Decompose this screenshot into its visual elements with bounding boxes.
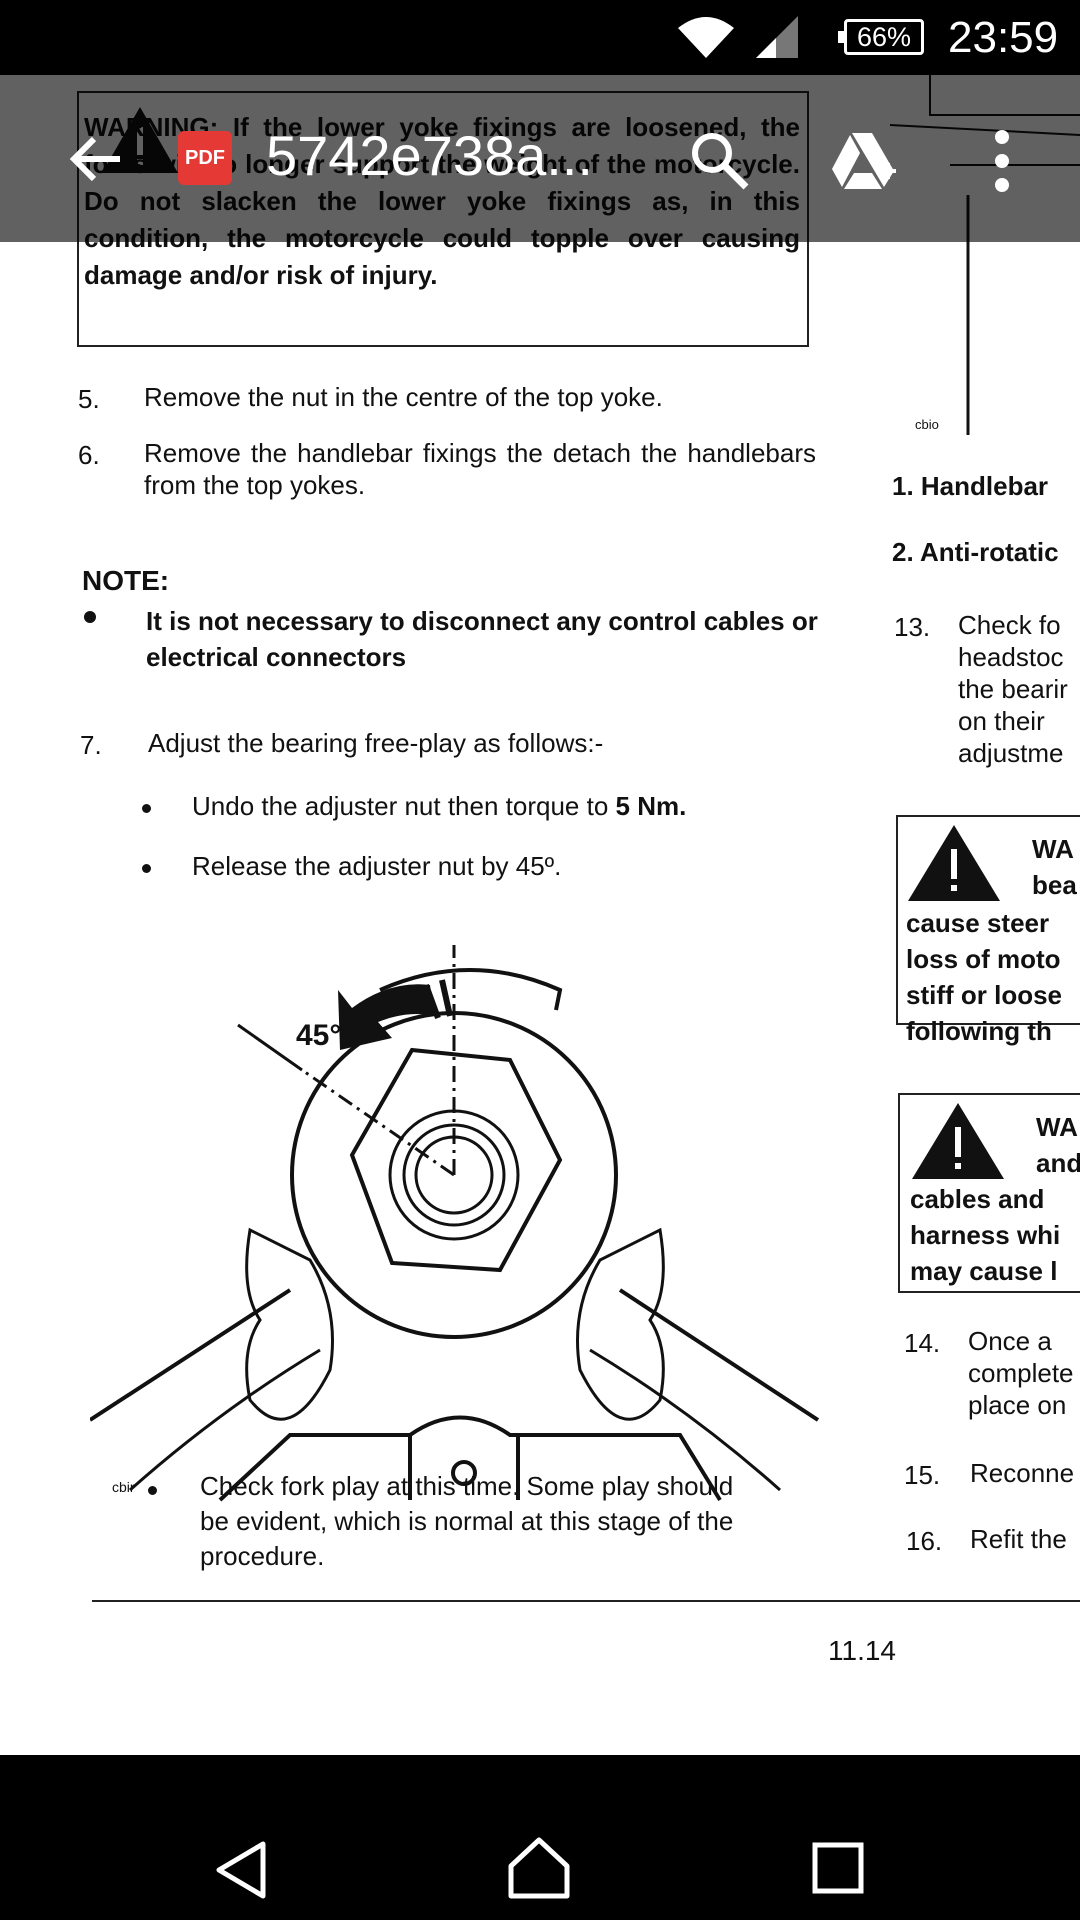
warning-line: bea bbox=[1032, 870, 1077, 900]
step-line: headstoc bbox=[958, 642, 1064, 672]
step-number: 14. bbox=[904, 1328, 941, 1358]
step-number: 13. bbox=[894, 612, 931, 642]
page-number: 11.14 bbox=[828, 1635, 896, 1666]
step-line: complete bbox=[968, 1358, 1074, 1388]
bullet-dot bbox=[84, 611, 96, 623]
more-options-icon[interactable] bbox=[986, 127, 1018, 195]
step-text: Remove the nut in the centre of the top … bbox=[144, 382, 663, 412]
clock: 23:59 bbox=[948, 13, 1059, 62]
step-text: Refit the bbox=[970, 1524, 1067, 1554]
step-line: the bearir bbox=[958, 674, 1068, 704]
step-number: 5. bbox=[78, 384, 100, 414]
nav-back-icon[interactable] bbox=[213, 1840, 269, 1900]
step-line: Check fo bbox=[958, 610, 1061, 640]
warning-text: cables and harness whi may cause l bbox=[910, 1181, 1060, 1289]
step-number: 15. bbox=[904, 1460, 941, 1490]
step-text: Once a complete place on bbox=[968, 1325, 1074, 1421]
warning-line: may cause l bbox=[910, 1256, 1058, 1286]
step-number: 6. bbox=[78, 440, 100, 470]
warning-box bbox=[896, 815, 1080, 1025]
warning-text: cause steer loss of moto stiff or loose … bbox=[906, 905, 1062, 1049]
step-text: Check fo headstoc the bearir on their ad… bbox=[958, 609, 1068, 769]
bullet-text: Release the adjuster nut by 45º. bbox=[192, 851, 562, 881]
bottom-spacer bbox=[0, 1755, 1080, 1818]
note-text: It is not necessary to disconnect any co… bbox=[146, 606, 818, 672]
search-icon[interactable] bbox=[690, 131, 750, 191]
warning-triangle-icon bbox=[912, 1103, 1004, 1179]
torque-value: 5 Nm. bbox=[615, 791, 687, 821]
navigation-bar bbox=[0, 1818, 1080, 1920]
bullet-text-normal: Undo the adjuster nut then torque to bbox=[192, 791, 616, 821]
warning-line: cables and bbox=[910, 1184, 1045, 1214]
warning-line: WA bbox=[1032, 834, 1074, 864]
add-to-drive-icon[interactable] bbox=[830, 131, 898, 191]
bullet-dot bbox=[142, 804, 151, 813]
figure-caption: 2. Anti-rotatic bbox=[892, 537, 1059, 567]
wifi-icon bbox=[678, 17, 734, 58]
warning-triangle-icon bbox=[908, 825, 1000, 901]
figure-code: cbio bbox=[915, 417, 939, 432]
step-number: 7. bbox=[80, 730, 102, 760]
bullet-dot bbox=[148, 1486, 157, 1495]
figure-caption: 1. Handlebar bbox=[892, 471, 1049, 501]
step-number: 16. bbox=[906, 1526, 943, 1556]
warning-line: harness whi bbox=[910, 1220, 1061, 1250]
adjuster-nut-diagram: 45° cbir bbox=[90, 945, 820, 1502]
nav-home-icon[interactable] bbox=[507, 1836, 571, 1900]
status-bar: 66% 23:59 bbox=[0, 0, 1080, 75]
warning-line: and bbox=[1036, 1148, 1080, 1178]
warning-line: loss of moto bbox=[906, 944, 1061, 974]
back-arrow-icon[interactable] bbox=[68, 131, 124, 187]
document-title: 5742e738a... bbox=[266, 124, 593, 187]
warning-line: cause steer bbox=[906, 908, 1050, 938]
note-heading: NOTE: bbox=[82, 565, 170, 596]
step-line: Once a bbox=[968, 1326, 1052, 1356]
bullet-text: Check fork play at this time. Some play … bbox=[200, 1471, 734, 1571]
diagram-code: cbir bbox=[112, 1479, 135, 1495]
bullet-dot bbox=[142, 864, 151, 873]
step-text: Adjust the bearing free-play as follows:… bbox=[148, 728, 604, 758]
viewer-toolbar: PDF 5742e738a... bbox=[0, 75, 1080, 242]
pdf-page[interactable]: WARNING: If the lower yoke fixings are l… bbox=[0, 75, 1080, 1755]
warning-text: WA bea bbox=[1032, 831, 1077, 903]
warning-line: WA bbox=[1036, 1112, 1078, 1142]
signal-icon bbox=[756, 16, 798, 58]
battery-indicator: 66% bbox=[838, 19, 924, 55]
step-text: Remove the handlebar fixings the detach … bbox=[144, 438, 816, 500]
step-text: Reconne bbox=[970, 1458, 1075, 1488]
warning-box bbox=[898, 1093, 1080, 1293]
step-line: on their bbox=[958, 706, 1045, 736]
warning-text: WA and bbox=[1036, 1109, 1080, 1181]
pdf-file-icon: PDF bbox=[178, 131, 232, 185]
page-divider bbox=[92, 1600, 1080, 1602]
warning-line: following th bbox=[906, 1016, 1052, 1046]
bullet-text: Undo the adjuster nut then torque to 5 N… bbox=[192, 790, 812, 822]
angle-label: 45° bbox=[296, 1019, 341, 1052]
step-line: adjustme bbox=[958, 738, 1064, 768]
nav-recents-icon[interactable] bbox=[812, 1842, 864, 1894]
step-line: place on bbox=[968, 1390, 1067, 1420]
warning-line: stiff or loose bbox=[906, 980, 1063, 1010]
battery-percent: 66% bbox=[856, 22, 912, 52]
